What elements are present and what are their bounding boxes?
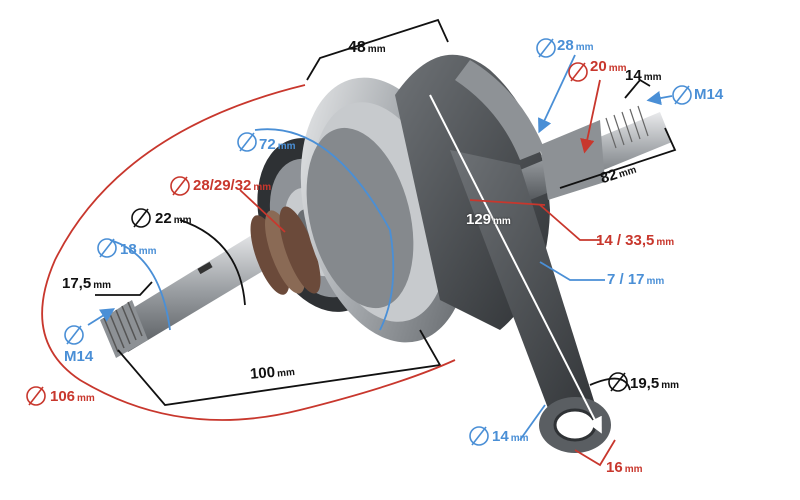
dimension-lines — [41, 18, 677, 467]
timing-gear — [250, 206, 321, 295]
thread-m14-left-label: M14 — [64, 348, 94, 365]
thread-m14-right-label: M14 — [694, 86, 724, 103]
right-shaft — [520, 105, 672, 200]
connecting-rod — [450, 150, 611, 453]
diameter-icons — [26, 38, 692, 446]
